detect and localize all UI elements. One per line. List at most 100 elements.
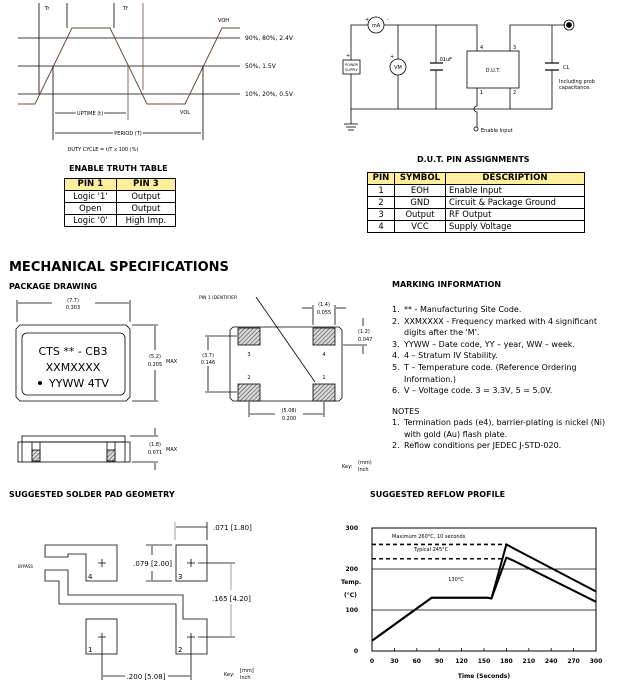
x-tick-label: 90 xyxy=(435,658,443,665)
marking-line-1: CTS ** - CB3 xyxy=(38,345,107,358)
x-tick-label: 210 xyxy=(523,658,536,665)
x-tick-label: 180 xyxy=(500,658,513,665)
col-header: PIN xyxy=(367,172,395,185)
x-tick-label: 0 xyxy=(370,658,374,665)
col-header: DESCRIPTION xyxy=(445,172,585,185)
fall-time-label: Tf xyxy=(122,6,128,12)
cl-note: Including prob xyxy=(559,79,595,85)
package-top-view xyxy=(15,300,158,470)
ref-line-max-label: Maximum 260°C, 10 seconds xyxy=(392,534,466,540)
item-number: 1. xyxy=(392,418,400,427)
pad-label-4: 4 xyxy=(322,352,325,358)
cell: High Imp. xyxy=(115,214,177,227)
cell: Output xyxy=(115,190,177,203)
rise-time-label: Tr xyxy=(44,6,50,12)
bypass-label: BYPASS xyxy=(18,564,33,569)
cell: Logic '0' xyxy=(64,214,117,227)
dim-width-in: 0.303 xyxy=(66,305,80,311)
key-mm: (mm) xyxy=(358,460,372,466)
pad-label-2: 2 xyxy=(247,375,250,381)
cell: 4 xyxy=(367,220,395,233)
y-tick-label: 300 xyxy=(345,525,358,532)
item-text: YYWW – Date code, YY – year, WW – week. xyxy=(404,339,575,349)
table-row: Logic '0'High Imp. xyxy=(64,214,177,227)
chart-ylabel-unit: (°C) xyxy=(344,592,357,599)
list-item: 4.4 – Stratum IV Stability. xyxy=(392,350,612,362)
x-tick-label: 30 xyxy=(390,658,398,665)
timing-waveform xyxy=(18,3,240,140)
dim-pad-h-in: 0.047 xyxy=(358,337,372,343)
y-tick-label: 100 xyxy=(345,607,358,614)
cell: Supply Voltage xyxy=(445,220,585,233)
ammeter-label: mA xyxy=(372,23,381,29)
item-number: 3. xyxy=(392,339,400,349)
y-tick-label: 0 xyxy=(354,648,358,655)
list-item: 2. XXMXXXX - Frequency marked with 4 sign… xyxy=(392,316,612,339)
col-header: SYMBOL xyxy=(394,172,446,185)
series-line xyxy=(371,556,597,642)
cell: VCC xyxy=(394,220,446,233)
list-item: 3. YYWW – Date code, YY – year, WW – week… xyxy=(392,339,612,351)
solder-pad-drawing xyxy=(44,522,235,680)
cl-label: CL xyxy=(563,65,569,71)
dut-pin-4: 4 xyxy=(480,45,483,51)
package-drawing-title: PACKAGE DRAWING xyxy=(9,282,97,291)
cell: Output xyxy=(394,208,446,221)
solder-pad-label-2: 2 xyxy=(178,646,182,654)
dim-pitch-v-in: 0.146 xyxy=(201,360,215,366)
marking-line-3: YYWW 4TV xyxy=(48,377,109,390)
pad-label-1: 1 xyxy=(322,375,325,381)
item-text: XXMXXXX - Frequency marked with 4 signif… xyxy=(404,316,597,338)
x-tick-label: 150 xyxy=(478,658,491,665)
cell: Output xyxy=(115,202,177,215)
package-bottom-view xyxy=(205,296,367,417)
level-low-label: 10%, 20%, 0.5V xyxy=(245,91,294,98)
dim-pad-width: .071 [1.80] xyxy=(213,524,252,532)
level-mid-label: 50%, 1.5V xyxy=(245,63,277,70)
uptime-label: UPTIME (t) xyxy=(77,111,103,117)
dim-thick-mm: (1.8) xyxy=(149,442,161,448)
level-high-label: 90%, 80%, 2.4V xyxy=(245,35,294,42)
ammeter-minus: - xyxy=(387,17,389,23)
item-text: V – Voltage code. 3 = 3.3V, 5 = 5.0V. xyxy=(404,386,553,396)
key-label: Key: xyxy=(342,464,353,470)
key-inch: Inch xyxy=(358,467,369,473)
item-number: 1. xyxy=(392,305,400,314)
item-number: 2. xyxy=(392,316,400,326)
enable-table-title: ENABLE TRUTH TABLE xyxy=(69,164,168,173)
cell: GND xyxy=(394,196,446,209)
dut-pin-1: 1 xyxy=(480,90,483,96)
item-text: Termination pads (e4), barrier-plating i… xyxy=(404,418,606,439)
x-tick-label: 240 xyxy=(545,658,558,665)
dim-pad-w-mm: (1.4) xyxy=(318,302,330,308)
dut-pin-2: 2 xyxy=(513,90,516,96)
cell: 3 xyxy=(367,208,395,221)
pin-table-title: D.U.T. PIN ASSIGNMENTS xyxy=(417,155,530,164)
item-text: ** - Manufacturing Site Code. xyxy=(404,305,522,314)
item-text: 4 – Stratum IV Stability. xyxy=(404,351,498,361)
duty-cycle-formula: DUTY CYCLE = t/T x 100 (%) xyxy=(68,147,139,153)
dim-pitch-horizontal: .200 [5.08] xyxy=(127,673,166,681)
x-tick-label: 300 xyxy=(590,658,603,665)
marking-info-list: 1. ** - Manufacturing Site Code. 2. XXMXXXX… xyxy=(392,304,612,397)
dim-thick-max: MAX xyxy=(166,447,178,453)
y-tick-label: 200 xyxy=(345,566,358,573)
list-item: 1. ** - Manufacturing Site Code. xyxy=(392,304,612,316)
list-item: 2.Reflow conditions per JEDEC J-STD-020. xyxy=(392,440,612,452)
chart-ylabel: Temp. xyxy=(341,579,361,586)
dim-height-in: 0.205 xyxy=(148,362,162,368)
dim-thick-in: 0.071 xyxy=(148,450,162,456)
table-row: Logic '1'Output xyxy=(64,190,177,203)
list-item: 1. Termination pads (e4), barrier-plating… xyxy=(392,417,612,440)
vol-label: VOL xyxy=(180,110,190,116)
cell: Logic '1' xyxy=(64,190,117,203)
ammeter-plus: + xyxy=(365,17,369,23)
solder-key-mm: [mm] xyxy=(240,668,254,674)
mechanical-title: MECHANICAL SPECIFICATIONS xyxy=(9,260,229,275)
